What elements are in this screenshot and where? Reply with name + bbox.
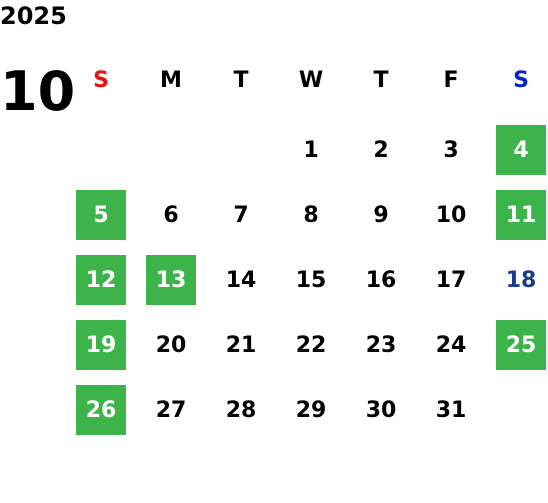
- weekday-sat: S: [513, 68, 529, 93]
- day-cell-19[interactable]: 19: [76, 320, 126, 370]
- weekday-fri: F: [443, 68, 459, 93]
- day-cell-21[interactable]: 21: [225, 332, 257, 358]
- day-cell-30[interactable]: 30: [365, 397, 397, 423]
- day-cell-29[interactable]: 29: [295, 397, 327, 423]
- weekday-mon: M: [160, 68, 182, 93]
- day-cell-14[interactable]: 14: [225, 267, 257, 293]
- day-cell-24[interactable]: 24: [435, 332, 467, 358]
- day-cell-4[interactable]: 4: [496, 125, 546, 175]
- month-label: 10: [0, 60, 76, 123]
- day-cell-3[interactable]: 3: [443, 137, 459, 163]
- day-cell-17[interactable]: 17: [435, 267, 467, 293]
- weekday-thu: T: [373, 68, 389, 93]
- day-cell-2[interactable]: 2: [373, 137, 389, 163]
- day-cell-20[interactable]: 20: [155, 332, 187, 358]
- day-cell-23[interactable]: 23: [365, 332, 397, 358]
- day-cell-26[interactable]: 26: [76, 385, 126, 435]
- weekday-tue: T: [233, 68, 249, 93]
- weekday-wed: W: [298, 68, 324, 93]
- day-cell-25[interactable]: 25: [496, 320, 546, 370]
- day-cell-16[interactable]: 16: [365, 267, 397, 293]
- day-cell-15[interactable]: 15: [295, 267, 327, 293]
- day-cell-11[interactable]: 11: [496, 190, 546, 240]
- day-cell-6[interactable]: 6: [163, 202, 179, 228]
- day-cell-7[interactable]: 7: [233, 202, 249, 228]
- day-cell-27[interactable]: 27: [155, 397, 187, 423]
- day-cell-13[interactable]: 13: [146, 255, 196, 305]
- day-cell-5[interactable]: 5: [76, 190, 126, 240]
- day-cell-1[interactable]: 1: [303, 137, 319, 163]
- day-cell-8[interactable]: 8: [303, 202, 319, 228]
- day-cell-22[interactable]: 22: [295, 332, 327, 358]
- day-cell-31[interactable]: 31: [435, 397, 467, 423]
- day-cell-9[interactable]: 9: [373, 202, 389, 228]
- weekday-sun: S: [93, 68, 109, 93]
- day-cell-18[interactable]: 18: [505, 267, 537, 293]
- day-cell-10[interactable]: 10: [435, 202, 467, 228]
- year-label: 2025: [0, 2, 67, 30]
- day-cell-28[interactable]: 28: [225, 397, 257, 423]
- day-cell-12[interactable]: 12: [76, 255, 126, 305]
